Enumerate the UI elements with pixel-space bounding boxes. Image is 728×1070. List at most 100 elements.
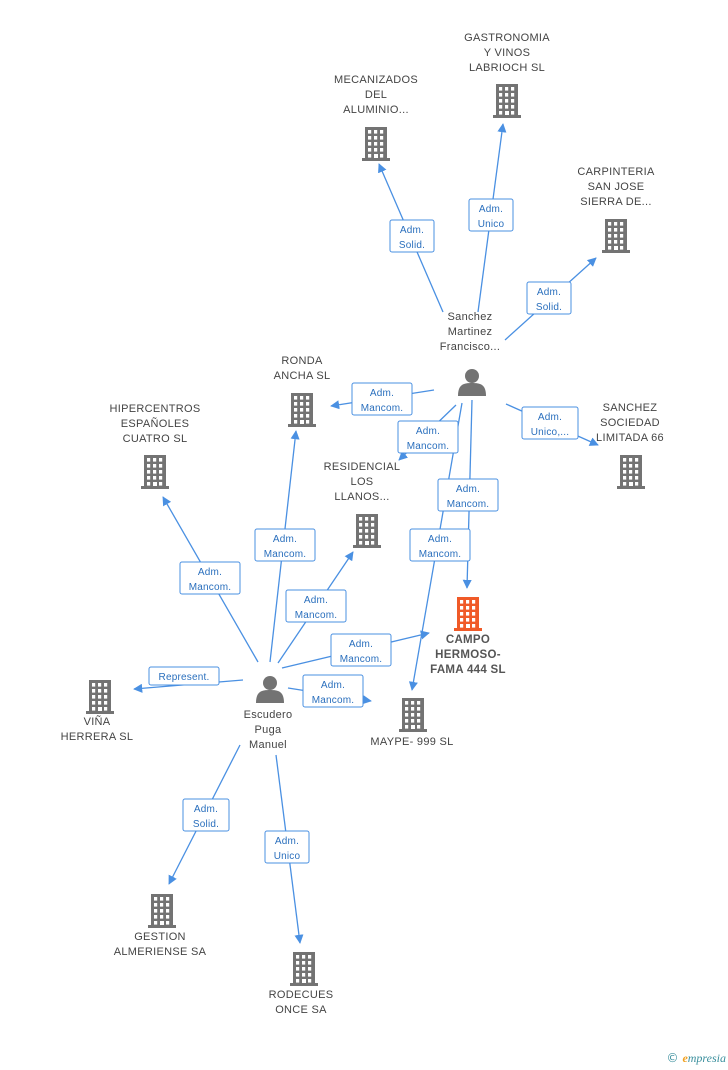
edge-label-text: Adm.: [273, 534, 297, 545]
node-label: Sanchez: [448, 311, 493, 323]
node-label: SANCHEZ: [603, 402, 658, 414]
edge-label-box: [526, 281, 572, 315]
building-icon: [141, 455, 169, 489]
node-label: LABRIOCH SL: [469, 62, 545, 74]
building-icon: [454, 597, 482, 631]
person-icon: [256, 676, 284, 703]
empresia-brand[interactable]: ©empresia: [666, 1051, 726, 1066]
edge-label-box: [351, 382, 413, 416]
edge-label-text: Adm.: [321, 680, 345, 691]
edge-label-text: Adm.: [479, 204, 503, 215]
edge-label-text: Adm.: [416, 426, 440, 437]
edge-label-text: Solid.: [193, 819, 219, 830]
edge-label-text: Adm.: [304, 595, 328, 606]
node-label: SIERRA DE...: [580, 196, 651, 208]
edge-label-text: Mancom.: [189, 582, 232, 593]
building-icon: [288, 393, 316, 427]
edge-label-text: Unico,...: [531, 427, 569, 438]
edge-label-box: [302, 674, 364, 708]
edge-label-sanchez_person-to-gastronomia[interactable]: Adm.Unico: [468, 198, 514, 232]
node-label: RESIDENCIAL: [324, 461, 401, 473]
building-icon: [148, 894, 176, 928]
edge-label-text: Adm.: [275, 836, 299, 847]
node-label: FAMA 444 SL: [430, 664, 506, 676]
node-label: Y VINOS: [484, 47, 531, 59]
edge-label-sanchez_person-to-sanchez_soc[interactable]: Adm. Unico,...: [521, 406, 579, 440]
edge-label-text: Solid.: [399, 240, 425, 251]
person-node-sanchez_person[interactable]: SanchezMartinezFrancisco...: [440, 311, 500, 396]
company-node-vina[interactable]: VIÑA HERRERA SL: [61, 680, 134, 743]
edge-label-escudero-to-rodecues[interactable]: Adm. Unico: [264, 830, 310, 864]
edge-label-escudero-to-maype[interactable]: Adm.Mancom.: [302, 674, 364, 708]
building-icon: [493, 84, 521, 118]
node-label: HIPERCENTROS: [110, 403, 201, 415]
edge-label-sanchez_person-to-ronda[interactable]: Adm.Mancom.: [351, 382, 413, 416]
edge-label-text: Adm.: [428, 534, 452, 545]
copyright-icon: ©: [666, 1051, 679, 1065]
edge-label-box: [389, 219, 435, 253]
edge-label-text: Mancom.: [419, 549, 462, 560]
node-label: SAN JOSE: [588, 181, 645, 193]
edge-label-text: Mancom.: [295, 610, 338, 621]
edge-label-text: Mancom.: [447, 499, 490, 510]
building-icon: [362, 127, 390, 161]
edge-label-escudero-to-gestion[interactable]: Adm. Solid.: [182, 798, 230, 832]
edge-label-box: [148, 666, 220, 686]
edge-label-text: Solid.: [536, 302, 562, 313]
node-label: HERRERA SL: [61, 731, 134, 743]
edge-label-escudero-to-campo[interactable]: Adm. Mancom.: [330, 633, 392, 667]
edge-label-text: Unico: [274, 851, 301, 862]
company-node-mecanizados[interactable]: MECANIZADOSDELALUMINIO...: [334, 74, 418, 161]
node-label: Francisco...: [440, 341, 500, 353]
company-node-residencial[interactable]: RESIDENCIALLOSLLANOS...: [324, 461, 401, 548]
brand-name: mpresia: [687, 1051, 726, 1065]
edge-label-box: [330, 633, 392, 667]
edge-label-sanchez_person-to-mecanizados[interactable]: Adm.Solid.: [389, 219, 435, 253]
edge-label-text: Adm.: [349, 639, 373, 650]
building-icon: [399, 698, 427, 732]
building-icon: [353, 514, 381, 548]
edge-label-box: [521, 406, 579, 440]
edge-label-sanchez_person-to-maype[interactable]: Adm. Mancom.: [409, 528, 471, 562]
node-label: VIÑA: [84, 715, 111, 728]
edge-label-text: Adm.: [537, 287, 561, 298]
edge-label-box: [397, 420, 459, 454]
edge-label-box: [409, 528, 471, 562]
node-label: LOS: [351, 476, 374, 488]
edge-label-escudero-to-vina[interactable]: Represent.: [148, 666, 220, 686]
node-label: MAYPE- 999 SL: [370, 736, 453, 748]
node-label: HERMOSO-: [435, 649, 501, 661]
edge-label-text: Adm.: [538, 412, 562, 423]
node-label: RONDA: [281, 355, 323, 367]
edge-label-text: Adm.: [456, 484, 480, 495]
company-node-maype[interactable]: MAYPE- 999 SL: [370, 698, 453, 748]
edge-label-escudero-to-ronda[interactable]: Adm.Mancom.: [254, 528, 316, 562]
building-icon: [602, 219, 630, 253]
edge-label-box: [437, 478, 499, 512]
edge-label-sanchez_person-to-carpinteria[interactable]: Adm. Solid.: [526, 281, 572, 315]
node-label: Martinez: [448, 326, 493, 338]
node-label: GESTION: [134, 931, 186, 943]
edge-label-text: Adm.: [194, 804, 218, 815]
node-label: LIMITADA 66: [596, 432, 664, 444]
building-icon: [86, 680, 114, 714]
edge-label-sanchez_person-to-campo[interactable]: Adm. Mancom.: [437, 478, 499, 512]
edge-label-text: Mancom.: [340, 654, 383, 665]
node-label: ALMERIENSE SA: [114, 946, 207, 958]
edge-label-box: [285, 589, 347, 623]
edge-label-sanchez_person-to-residencial[interactable]: Adm.Mancom.: [397, 420, 459, 454]
brand-initial: e: [682, 1051, 688, 1065]
edge-label-escudero-to-residencial[interactable]: Adm. Mancom.: [285, 589, 347, 623]
company-node-gestion[interactable]: GESTION ALMERIENSE SA: [114, 894, 207, 958]
edge-label-escudero-to-hipercentros[interactable]: Adm.Mancom.: [179, 561, 241, 595]
edge-label-box: [468, 198, 514, 232]
